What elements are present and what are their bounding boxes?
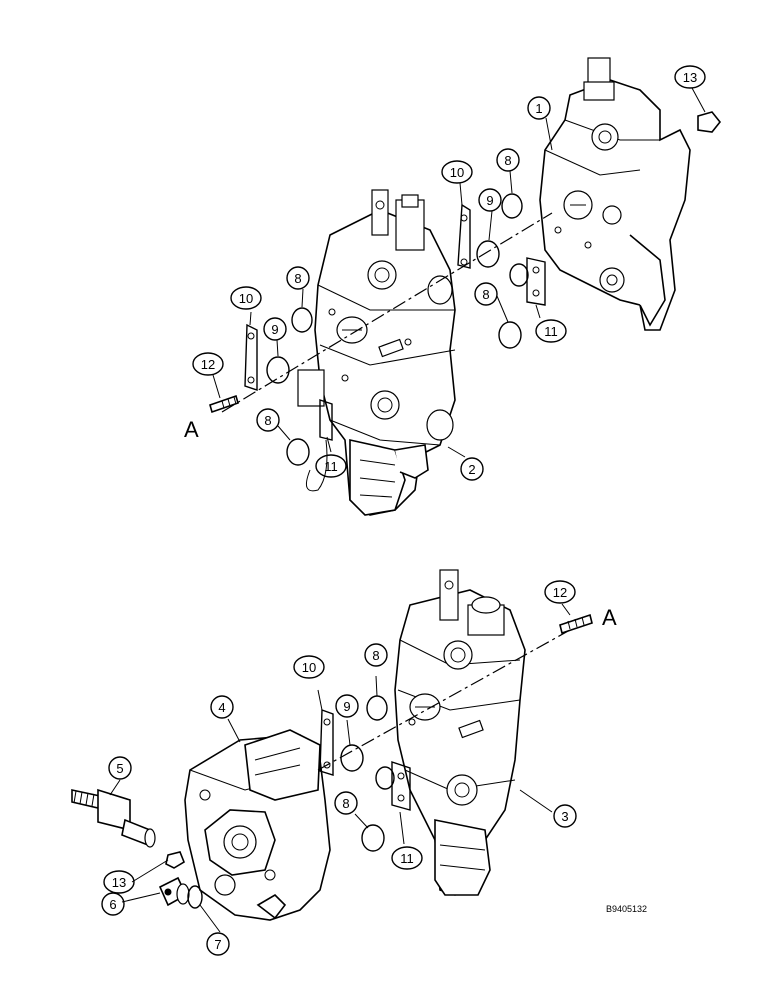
callout-5: 5 <box>108 756 132 780</box>
svg-text:12: 12 <box>553 585 567 600</box>
svg-text:10: 10 <box>302 660 316 675</box>
valve-section-2 <box>297 189 456 516</box>
inlet-section-4 <box>184 729 331 921</box>
callout-10-top-left: 10 <box>230 286 262 310</box>
callout-8-top-left: 8 <box>286 266 310 290</box>
callout-10-bottom: 10 <box>293 655 325 679</box>
svg-text:13: 13 <box>112 875 126 890</box>
callout-12-bottom: 12 <box>544 580 576 604</box>
svg-text:7: 7 <box>214 937 221 952</box>
figure-code: B9405132 <box>606 904 647 914</box>
valve-section-3 <box>394 569 526 896</box>
end-section-1 <box>539 57 691 331</box>
callout-11-top-left: 11 <box>315 454 347 478</box>
callout-8-lower-left: 8 <box>256 408 280 432</box>
svg-text:6: 6 <box>109 897 116 912</box>
upper-seals <box>209 111 722 492</box>
callout-7: 7 <box>206 932 230 956</box>
svg-text:8: 8 <box>294 271 301 286</box>
svg-text:11: 11 <box>324 459 338 474</box>
nut-13-lower <box>165 851 185 869</box>
callout-9-top-right: 9 <box>478 188 502 212</box>
callout-8-bottom-right: 8 <box>364 643 388 667</box>
svg-text:11: 11 <box>544 324 558 339</box>
callout-8-mid-right: 8 <box>474 282 498 306</box>
svg-text:5: 5 <box>116 761 123 776</box>
callout-12-top: 12 <box>192 352 224 376</box>
callout-11-bottom: 11 <box>391 846 423 870</box>
callout-3: 3 <box>553 804 577 828</box>
leader-lines <box>109 87 706 933</box>
section-mark-a-bottom: A <box>602 605 617 630</box>
callout-9-top-left: 9 <box>263 317 287 341</box>
svg-text:12: 12 <box>201 357 215 372</box>
section-mark-a-top: A <box>184 417 199 442</box>
lower-center-line <box>317 619 589 771</box>
svg-text:9: 9 <box>343 699 350 714</box>
callout-2: 2 <box>460 457 484 481</box>
svg-text:3: 3 <box>561 809 568 824</box>
svg-text:13: 13 <box>683 70 697 85</box>
callout-1: 1 <box>527 96 551 120</box>
svg-text:9: 9 <box>271 322 278 337</box>
svg-text:10: 10 <box>450 165 464 180</box>
relief-valve-5 <box>71 788 156 848</box>
svg-text:2: 2 <box>468 462 475 477</box>
svg-text:8: 8 <box>372 648 379 663</box>
callout-8-bottom-left: 8 <box>334 791 358 815</box>
svg-text:8: 8 <box>264 413 271 428</box>
svg-text:4: 4 <box>218 700 225 715</box>
svg-text:8: 8 <box>342 796 349 811</box>
svg-text:10: 10 <box>239 291 253 306</box>
svg-text:9: 9 <box>486 193 493 208</box>
callout-13-top: 13 <box>674 65 706 89</box>
callout-6: 6 <box>101 892 125 916</box>
callout-13-bottom: 13 <box>103 870 135 894</box>
callout-10-top-right: 10 <box>441 160 473 184</box>
svg-text:1: 1 <box>535 101 542 116</box>
svg-text:8: 8 <box>482 287 489 302</box>
plug-and-ring <box>158 876 203 909</box>
callout-8-top-right: 8 <box>496 148 520 172</box>
callouts: 1 13 8 10 9 8 11 2 8 10 9 12 8 11 A 12 A… <box>101 65 706 956</box>
callout-4: 4 <box>210 695 234 719</box>
callout-11-top-right: 11 <box>535 319 567 343</box>
callout-9-bottom: 9 <box>335 694 359 718</box>
svg-text:11: 11 <box>400 851 414 866</box>
svg-text:8: 8 <box>504 153 511 168</box>
